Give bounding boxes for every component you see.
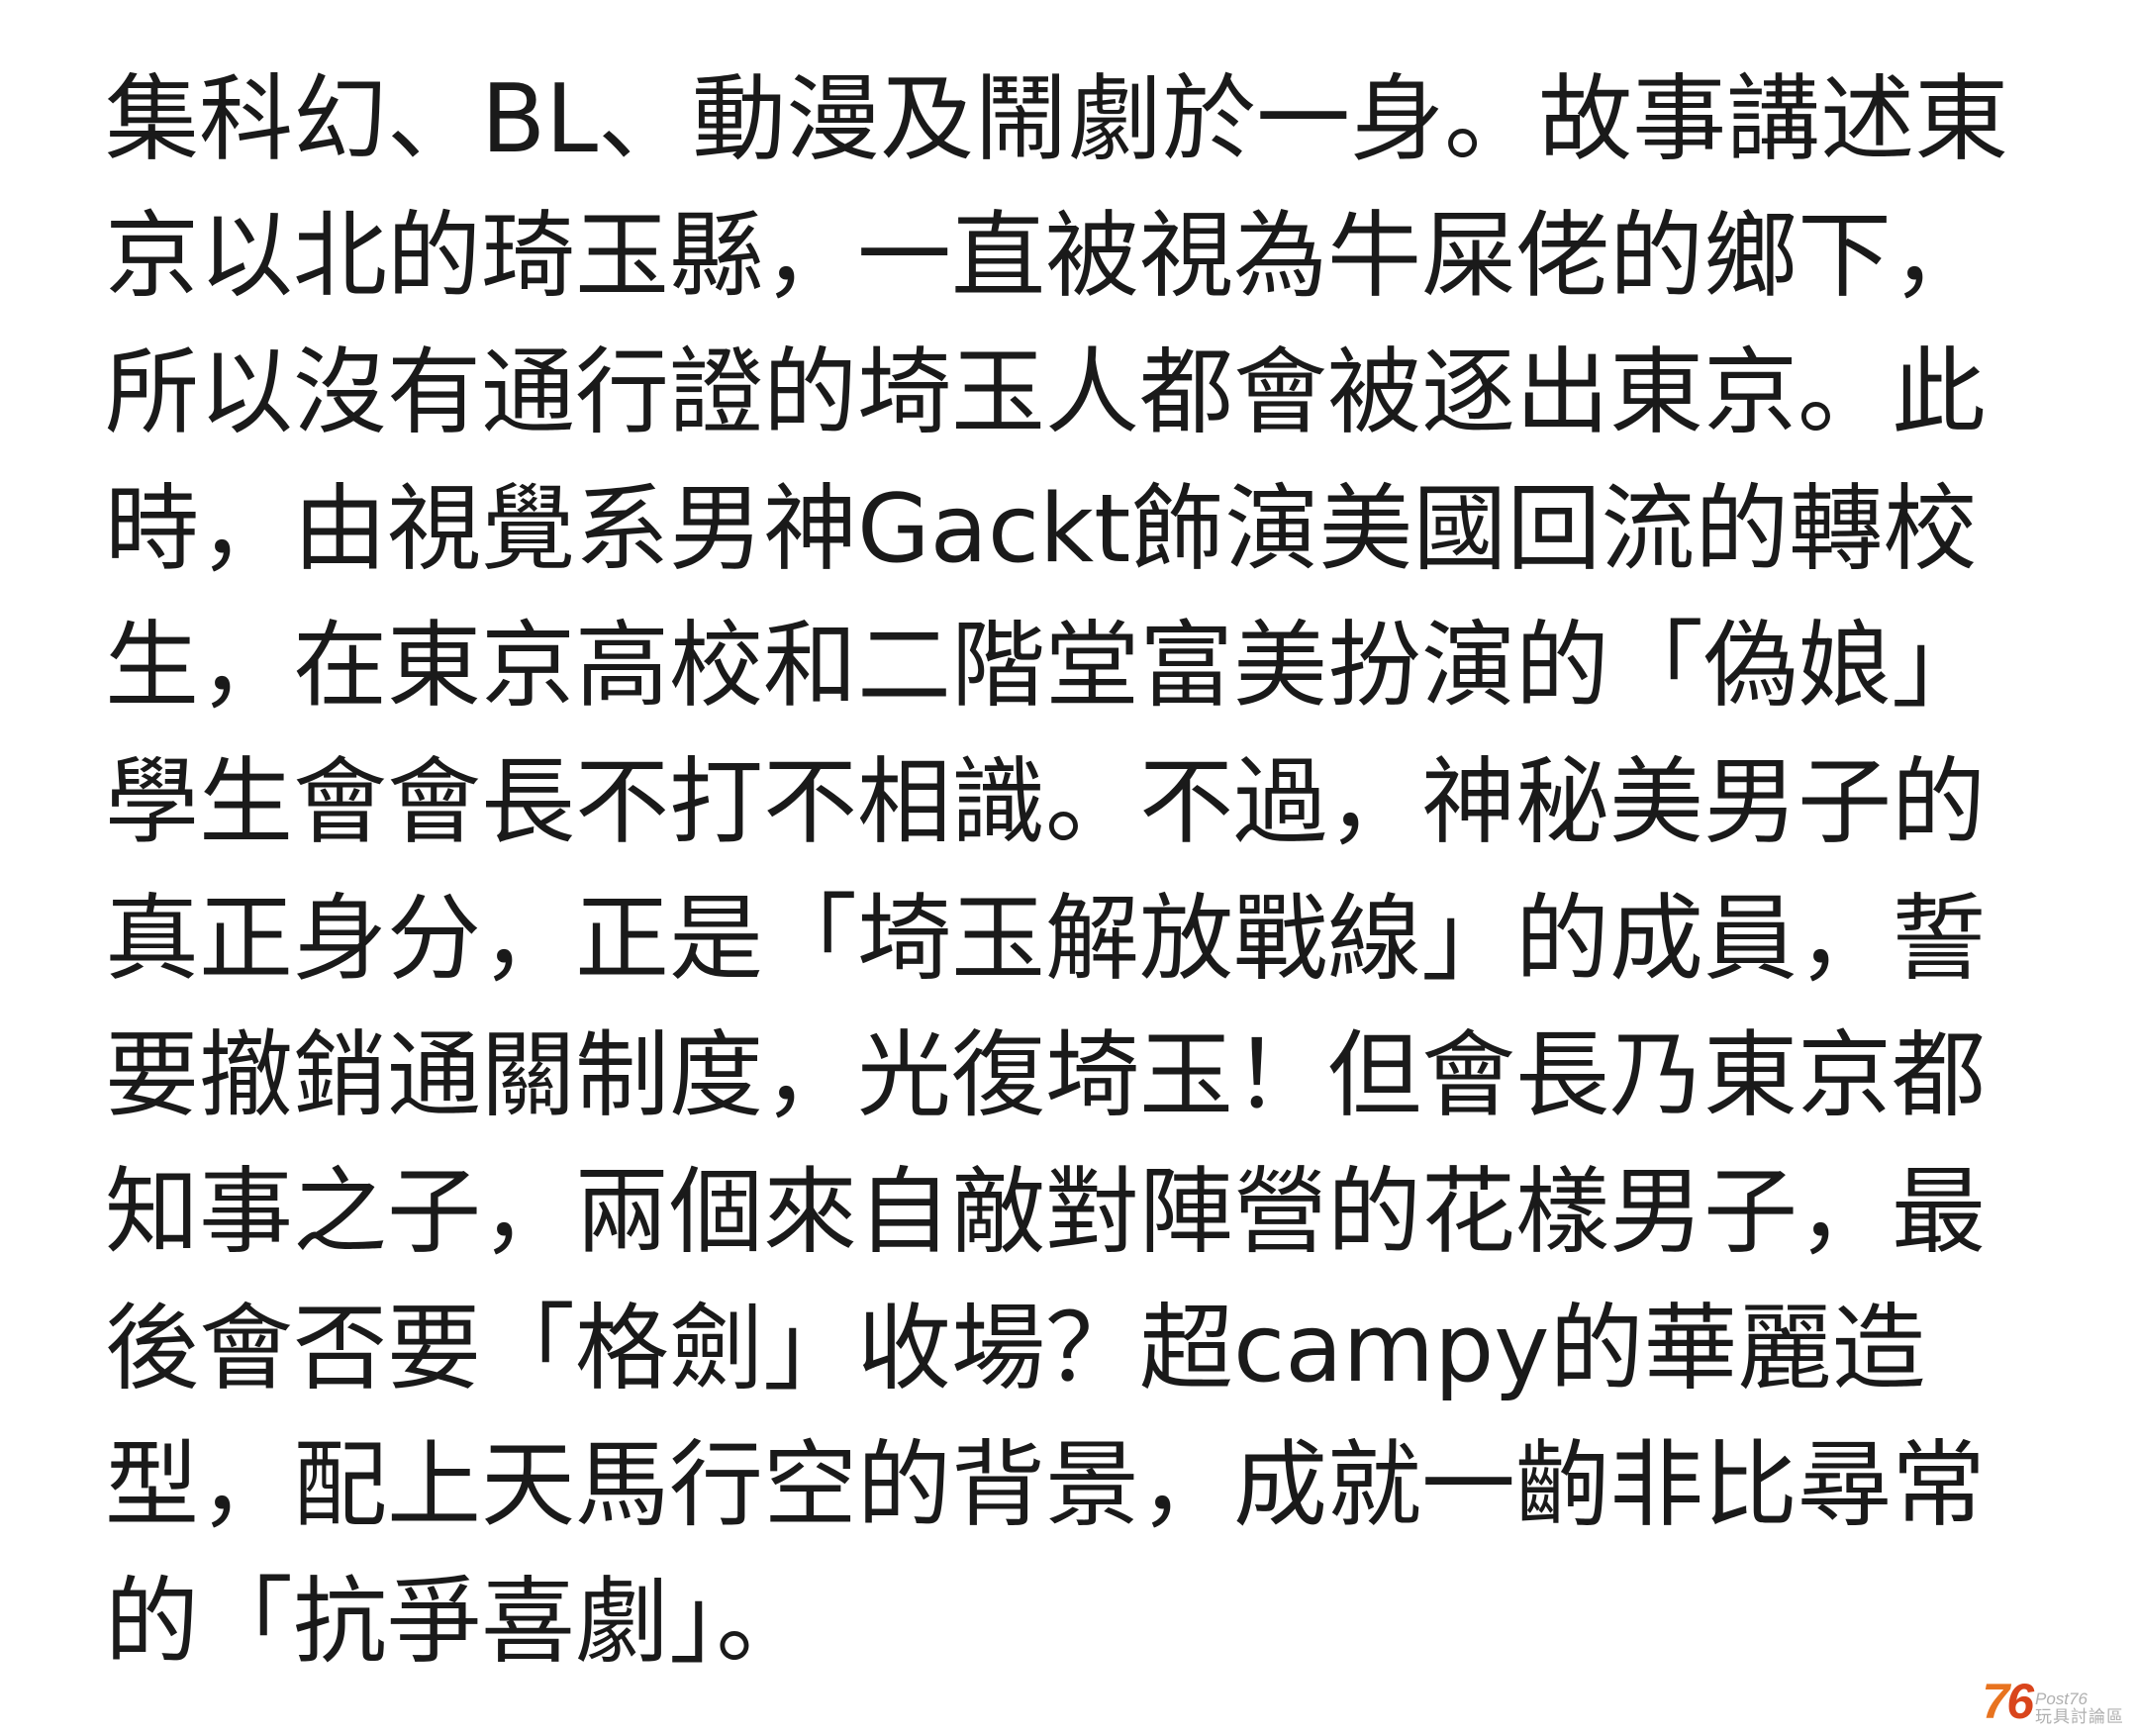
article-line-3: 所以沒有通行證的埼玉人都會被逐出東京。此 (105, 338, 1987, 447)
article-line-11: 型，配上天馬行空的背景，成就一齣非比尋常 (105, 1431, 1987, 1540)
article-line-1: 集科幻、BL、動漫及鬧劇於一身。故事講述東 (105, 65, 2009, 174)
article-line-7: 真正身分，正是「埼玉解放戰線」的成員，誓 (105, 885, 1987, 994)
article-line-5: 生，在東京高校和二階堂富美扮演的「偽娘」 (105, 612, 1987, 721)
watermark-number: 76 (1982, 1674, 2034, 1729)
watermark-digit-7: 7 (1982, 1674, 2009, 1729)
article-line-4: 時，由視覺系男神Gackt飾演美國回流的轉校 (105, 475, 1978, 584)
article-line-12: 的「抗爭喜劇」。 (105, 1568, 811, 1677)
article-line-8: 要撤銷通關制度，光復埼玉！但會長乃東京都 (105, 1021, 1987, 1130)
watermark-text: Post76 玩具討論區 (2035, 1690, 2124, 1726)
article-body: 集科幻、BL、動漫及鬧劇於一身。故事講述東 京以北的琦玉縣，一直被視為牛屎佬的鄉… (105, 51, 2045, 1690)
watermark-site-name: Post76 (2035, 1689, 2088, 1708)
article-line-6: 學生會會長不打不相識。不過，神秘美男子的 (105, 748, 1987, 857)
watermark-forum-name: 玩具討論區 (2035, 1707, 2124, 1726)
watermark-digit-6: 6 (2006, 1674, 2034, 1729)
article-line-2: 京以北的琦玉縣，一直被視為牛屎佬的鄉下， (105, 202, 1987, 311)
article-line-9: 知事之子，兩個來自敵對陣營的花樣男子，最 (105, 1158, 1987, 1267)
site-watermark-logo: 76 Post76 玩具討論區 (1982, 1677, 2124, 1726)
article-line-10: 後會否要「格劍」收場？超campy的華麗造 (105, 1295, 1926, 1403)
